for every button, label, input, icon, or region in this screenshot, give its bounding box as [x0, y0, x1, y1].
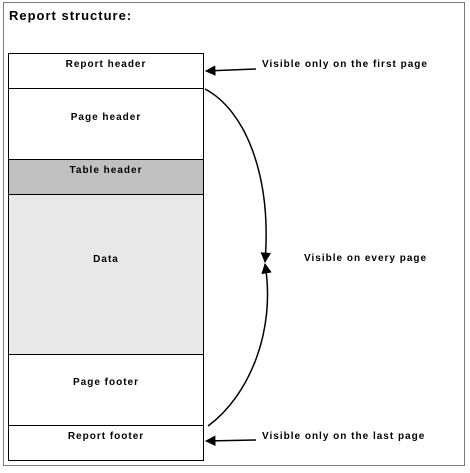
section-label: Page header	[70, 112, 142, 123]
section-label: Report footer	[67, 431, 145, 442]
section-report-footer: Report footer	[8, 425, 204, 461]
section-label: Table header	[69, 165, 143, 176]
section-data: Data	[8, 194, 204, 355]
section-report-header: Report header	[8, 53, 204, 89]
note-last-page: Visible only on the last page	[262, 431, 426, 442]
note-every-page: Visible on every page	[304, 253, 428, 264]
arrow-page-footer-curve	[207, 262, 272, 427]
arrow-page-header-curve	[204, 88, 271, 264]
arrow-last-page	[204, 435, 257, 447]
section-table-header: Table header	[8, 159, 204, 195]
section-label: Data	[93, 254, 119, 265]
section-page-footer: Page footer	[8, 354, 204, 426]
diagram-title: Report structure:	[9, 8, 133, 23]
section-page-header: Page header	[8, 88, 204, 160]
arrow-first-page	[204, 65, 257, 76]
section-label: Page footer	[72, 377, 139, 388]
section-label: Report header	[65, 59, 147, 70]
diagram-frame	[3, 2, 465, 466]
note-first-page: Visible only on the first page	[262, 59, 428, 70]
